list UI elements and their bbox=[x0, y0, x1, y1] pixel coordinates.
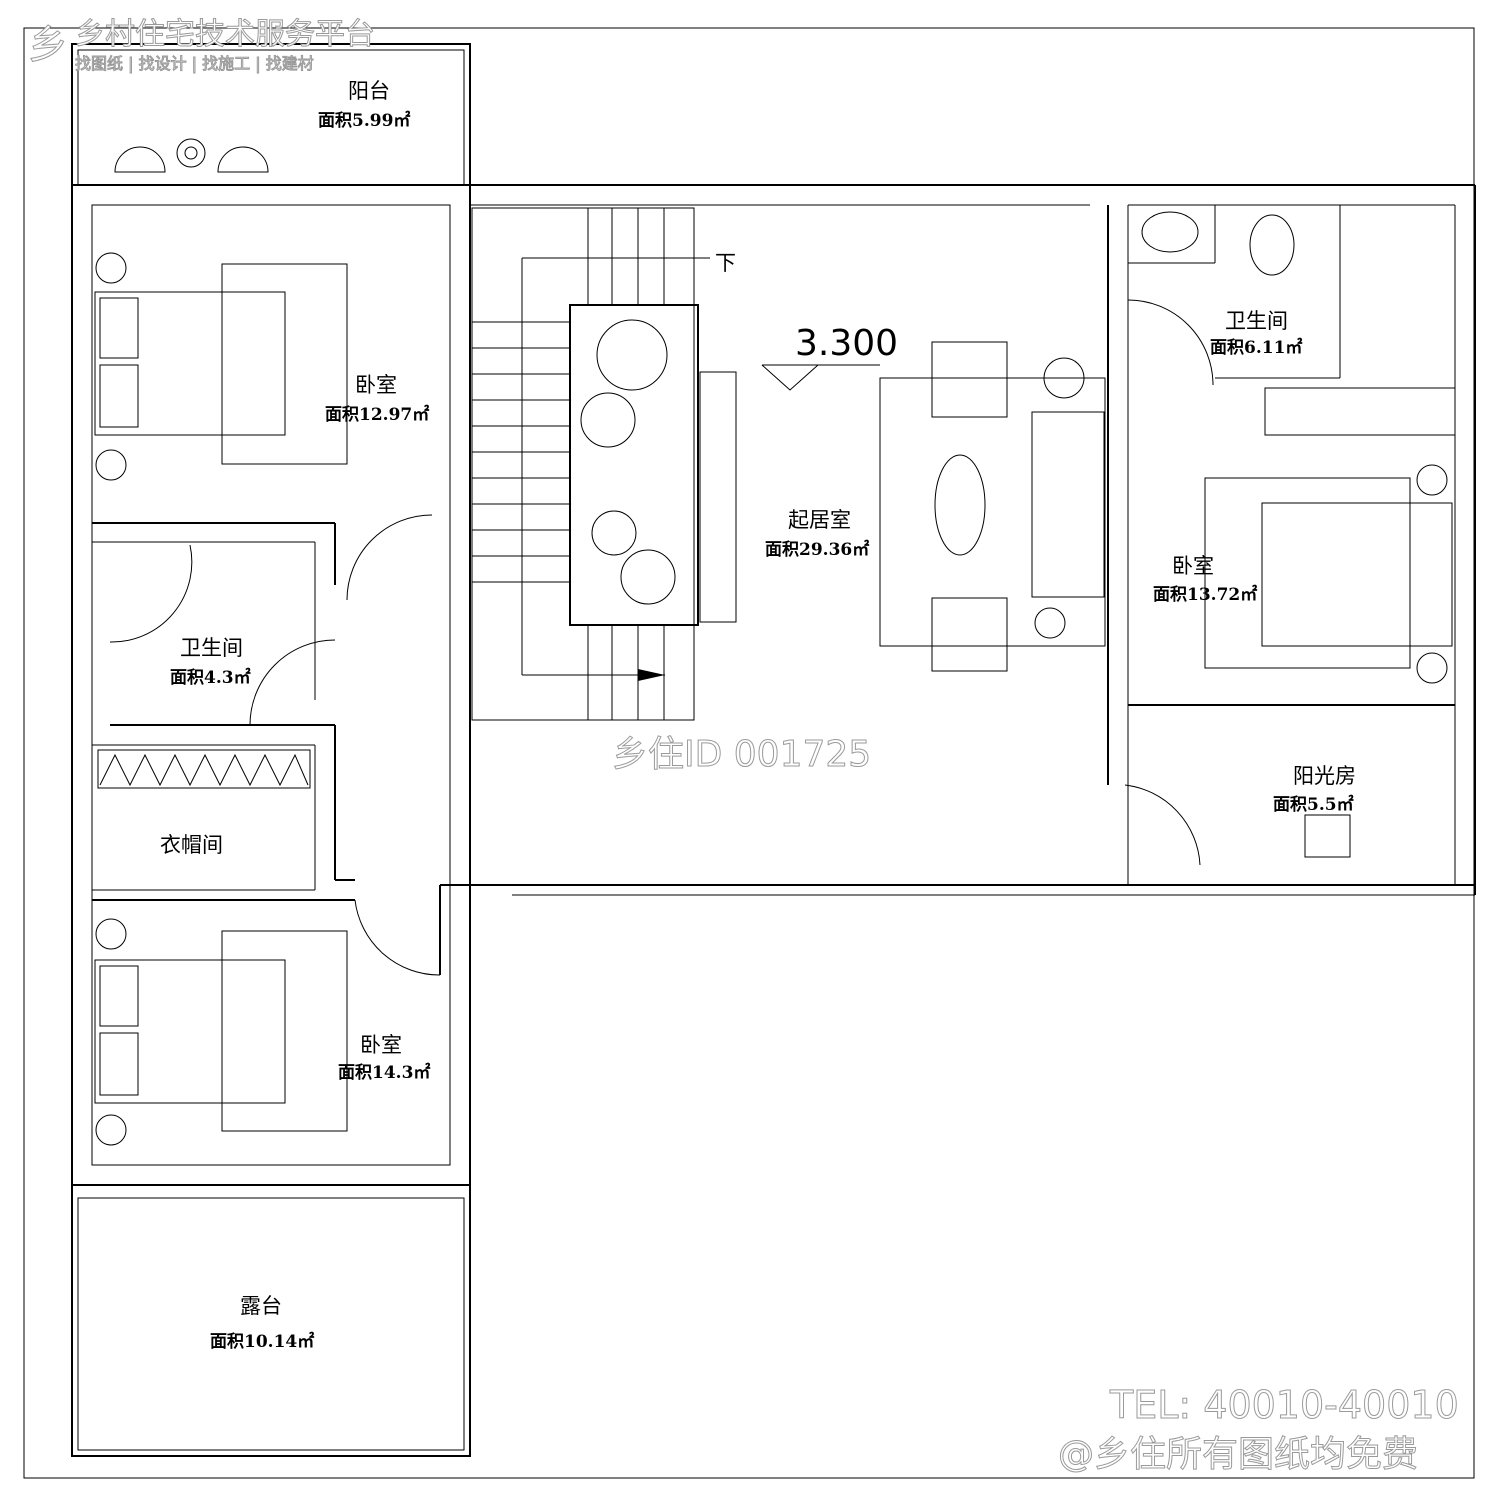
room-area-bathroom-1: 面积4.3㎡ bbox=[170, 667, 251, 688]
terrace bbox=[71, 1184, 471, 1457]
bed-left-top bbox=[94, 252, 348, 481]
room-name-bathroom-2: 卫生间 bbox=[1225, 309, 1288, 333]
watermark-free: @乡住所有图纸均免费 bbox=[1058, 1434, 1418, 1475]
room-name-terrace: 露台 bbox=[240, 1294, 282, 1318]
room-name-bathroom-1: 卫生间 bbox=[180, 636, 243, 660]
watermarks: 乡 乡村住宅技术服务平台 找图纸 | 找设计 | 找施工 | 找建材 乡住ID … bbox=[28, 17, 1460, 1476]
room-name-bedroom-1: 卧室 bbox=[355, 373, 397, 397]
watermark-slogan: 找图纸 | 找设计 | 找施工 | 找建材 bbox=[75, 54, 314, 73]
room-name-balcony: 阳台 bbox=[348, 79, 390, 103]
room-name-bedroom-3: 卧室 bbox=[1172, 554, 1214, 578]
living-walls bbox=[439, 184, 1475, 975]
room-area-terrace: 面积10.14㎡ bbox=[210, 1331, 314, 1352]
right-wing-walls bbox=[1110, 184, 1476, 895]
watermark-tel: TEL: 40010-40010 bbox=[1109, 1383, 1459, 1427]
stair-down-label: 下 bbox=[715, 251, 736, 275]
living-furniture bbox=[699, 341, 1106, 672]
room-area-balcony: 面积5.99㎡ bbox=[318, 110, 410, 131]
room-name-closet: 衣帽间 bbox=[160, 833, 223, 857]
logo-icon: 乡 bbox=[28, 22, 68, 68]
staircase[interactable] bbox=[471, 207, 710, 721]
watermark-id: 乡住ID 001725 bbox=[612, 734, 871, 775]
room-area-living: 面积29.36㎡ bbox=[765, 539, 869, 560]
room-name-living: 起居室 bbox=[788, 508, 851, 532]
elevation-label: 3.300 bbox=[795, 323, 898, 364]
room-name-bedroom-2: 卧室 bbox=[360, 1033, 402, 1057]
watermark-platform: 乡村住宅技术服务平台 bbox=[75, 17, 375, 52]
room-area-sunroom: 面积5.5㎡ bbox=[1273, 794, 1354, 815]
left-wing-walls bbox=[71, 184, 471, 1186]
room-area-bedroom-2: 面积14.3㎡ bbox=[338, 1062, 430, 1083]
room-name-sunroom: 阳光房 bbox=[1293, 764, 1356, 788]
elevation-marker bbox=[761, 364, 880, 391]
bed-left-bottom bbox=[94, 918, 348, 1146]
room-area-bathroom-2: 面积6.11㎡ bbox=[1210, 337, 1302, 358]
room-labels: 阳台 面积5.99㎡ 卧室 面积12.97㎡ 卫生间 面积4.3㎡ 衣帽间 卧室… bbox=[160, 79, 1356, 1352]
room-area-bedroom-1: 面积12.97㎡ bbox=[325, 404, 429, 425]
room-area-bedroom-3: 面积13.72㎡ bbox=[1153, 584, 1257, 605]
